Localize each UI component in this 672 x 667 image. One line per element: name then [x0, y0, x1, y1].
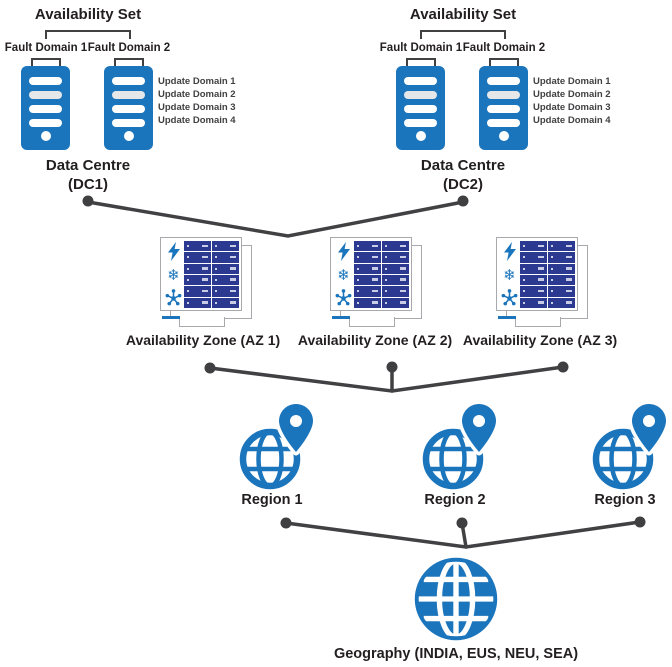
update-domain-label: Update Domain 3 — [158, 102, 236, 113]
rack-module — [520, 263, 547, 274]
server-icon — [396, 66, 445, 150]
data-centre-label: Data Centre (DC1) — [45, 157, 131, 193]
network-hub-icon — [501, 289, 518, 306]
server-icon — [104, 66, 153, 150]
rack-module — [354, 263, 381, 274]
fault-domain-2-label: Fault Domain 2 — [462, 42, 546, 54]
rack-module — [184, 274, 211, 286]
rack-module — [212, 286, 239, 297]
network-hub-icon — [165, 289, 182, 306]
snowflake-icon: ❄ — [337, 265, 350, 284]
fault-domain-bracket — [114, 58, 144, 66]
region-2-label: Region 2 — [424, 492, 486, 508]
rack-module — [520, 286, 547, 297]
rack-module — [520, 274, 547, 286]
globe-icon — [414, 557, 498, 641]
rack-module — [520, 252, 547, 263]
availability-set-title: Availability Set — [409, 6, 517, 23]
fault-domain-2-label: Fault Domain 2 — [87, 42, 171, 54]
lightning-icon — [503, 242, 516, 261]
server-icon — [479, 66, 528, 150]
network-hub-icon — [335, 289, 352, 306]
rack-module — [548, 297, 575, 308]
rack-module — [548, 274, 575, 286]
availability-zone-1-label: Availability Zone (AZ 1) — [125, 332, 281, 348]
rack-module — [184, 297, 211, 308]
server-icon — [21, 66, 70, 150]
data-centre-label: Data Centre (DC2) — [420, 157, 506, 193]
fault-domain-1-label: Fault Domain 1 — [4, 42, 88, 54]
rack-module — [382, 286, 409, 297]
update-domain-label: Update Domain 4 — [158, 115, 236, 126]
rack-module — [184, 286, 211, 297]
fault-domain-bracket — [406, 58, 436, 66]
update-domain-label: Update Domain 2 — [533, 89, 611, 100]
rack-module — [354, 286, 381, 297]
update-domain-label: Update Domain 2 — [158, 89, 236, 100]
fault-domain-1-label: Fault Domain 1 — [379, 42, 463, 54]
datacenter-rack-icon: ❄ — [160, 237, 255, 329]
globe-pin-icon — [239, 402, 317, 490]
rack-module — [520, 241, 547, 252]
update-domain-label: Update Domain 4 — [533, 115, 611, 126]
location-pin-icon — [632, 404, 666, 452]
rack-module — [184, 252, 211, 263]
rack-grid — [354, 241, 409, 308]
rack-module — [382, 274, 409, 286]
rack-module — [212, 241, 239, 252]
rack-module — [382, 252, 409, 263]
rack-module — [548, 263, 575, 274]
fault-domain-bracket — [489, 58, 519, 66]
rack-module — [212, 252, 239, 263]
globe-pin-icon — [592, 402, 670, 490]
region-3-label: Region 3 — [594, 492, 656, 508]
datacenter-rack-icon: ❄ — [496, 237, 591, 329]
rack-module — [520, 297, 547, 308]
update-domain-list: Update Domain 1 Update Domain 2 Update D… — [533, 75, 611, 127]
availability-set-bracket — [420, 30, 506, 39]
rack-module — [548, 241, 575, 252]
rack-grid — [520, 241, 575, 308]
availability-zone-2-label: Availability Zone (AZ 2) — [297, 332, 453, 348]
update-domain-label: Update Domain 1 — [158, 76, 236, 87]
rack-module — [354, 274, 381, 286]
update-domain-label: Update Domain 1 — [533, 76, 611, 87]
lightning-icon — [167, 242, 180, 261]
availability-set-group-dc2: Availability Set Fault Domain 1 Fault Do… — [380, 6, 643, 206]
geography-label: Geography (INDIA, EUS, NEU, SEA) — [333, 646, 579, 662]
rack-module — [354, 297, 381, 308]
rack-module — [212, 263, 239, 274]
rack-grid — [184, 241, 239, 308]
update-domain-label: Update Domain 3 — [533, 102, 611, 113]
rack-module — [382, 263, 409, 274]
rack-module — [382, 241, 409, 252]
rack-module — [212, 297, 239, 308]
snowflake-icon: ❄ — [503, 265, 516, 284]
location-pin-icon — [462, 404, 496, 452]
availability-zone-3-label: Availability Zone (AZ 3) — [462, 332, 618, 348]
rack-module — [548, 252, 575, 263]
fault-domain-bracket — [31, 58, 61, 66]
region-1-label: Region 1 — [241, 492, 303, 508]
rack-module — [212, 274, 239, 286]
rack-module — [184, 263, 211, 274]
rack-module — [354, 252, 381, 263]
snowflake-icon: ❄ — [167, 265, 180, 284]
availability-set-bracket — [45, 30, 131, 39]
globe-pin-icon — [422, 402, 500, 490]
availability-set-group-dc1: Availability Set Fault Domain 1 Fault Do… — [5, 6, 268, 206]
location-pin-icon — [279, 404, 313, 452]
rack-module — [382, 297, 409, 308]
update-domain-list: Update Domain 1 Update Domain 2 Update D… — [158, 75, 236, 127]
rack-module — [548, 286, 575, 297]
rack-module — [354, 241, 381, 252]
availability-set-title: Availability Set — [34, 6, 142, 23]
datacenter-rack-icon: ❄ — [330, 237, 425, 329]
rack-module — [184, 241, 211, 252]
lightning-icon — [337, 242, 350, 261]
